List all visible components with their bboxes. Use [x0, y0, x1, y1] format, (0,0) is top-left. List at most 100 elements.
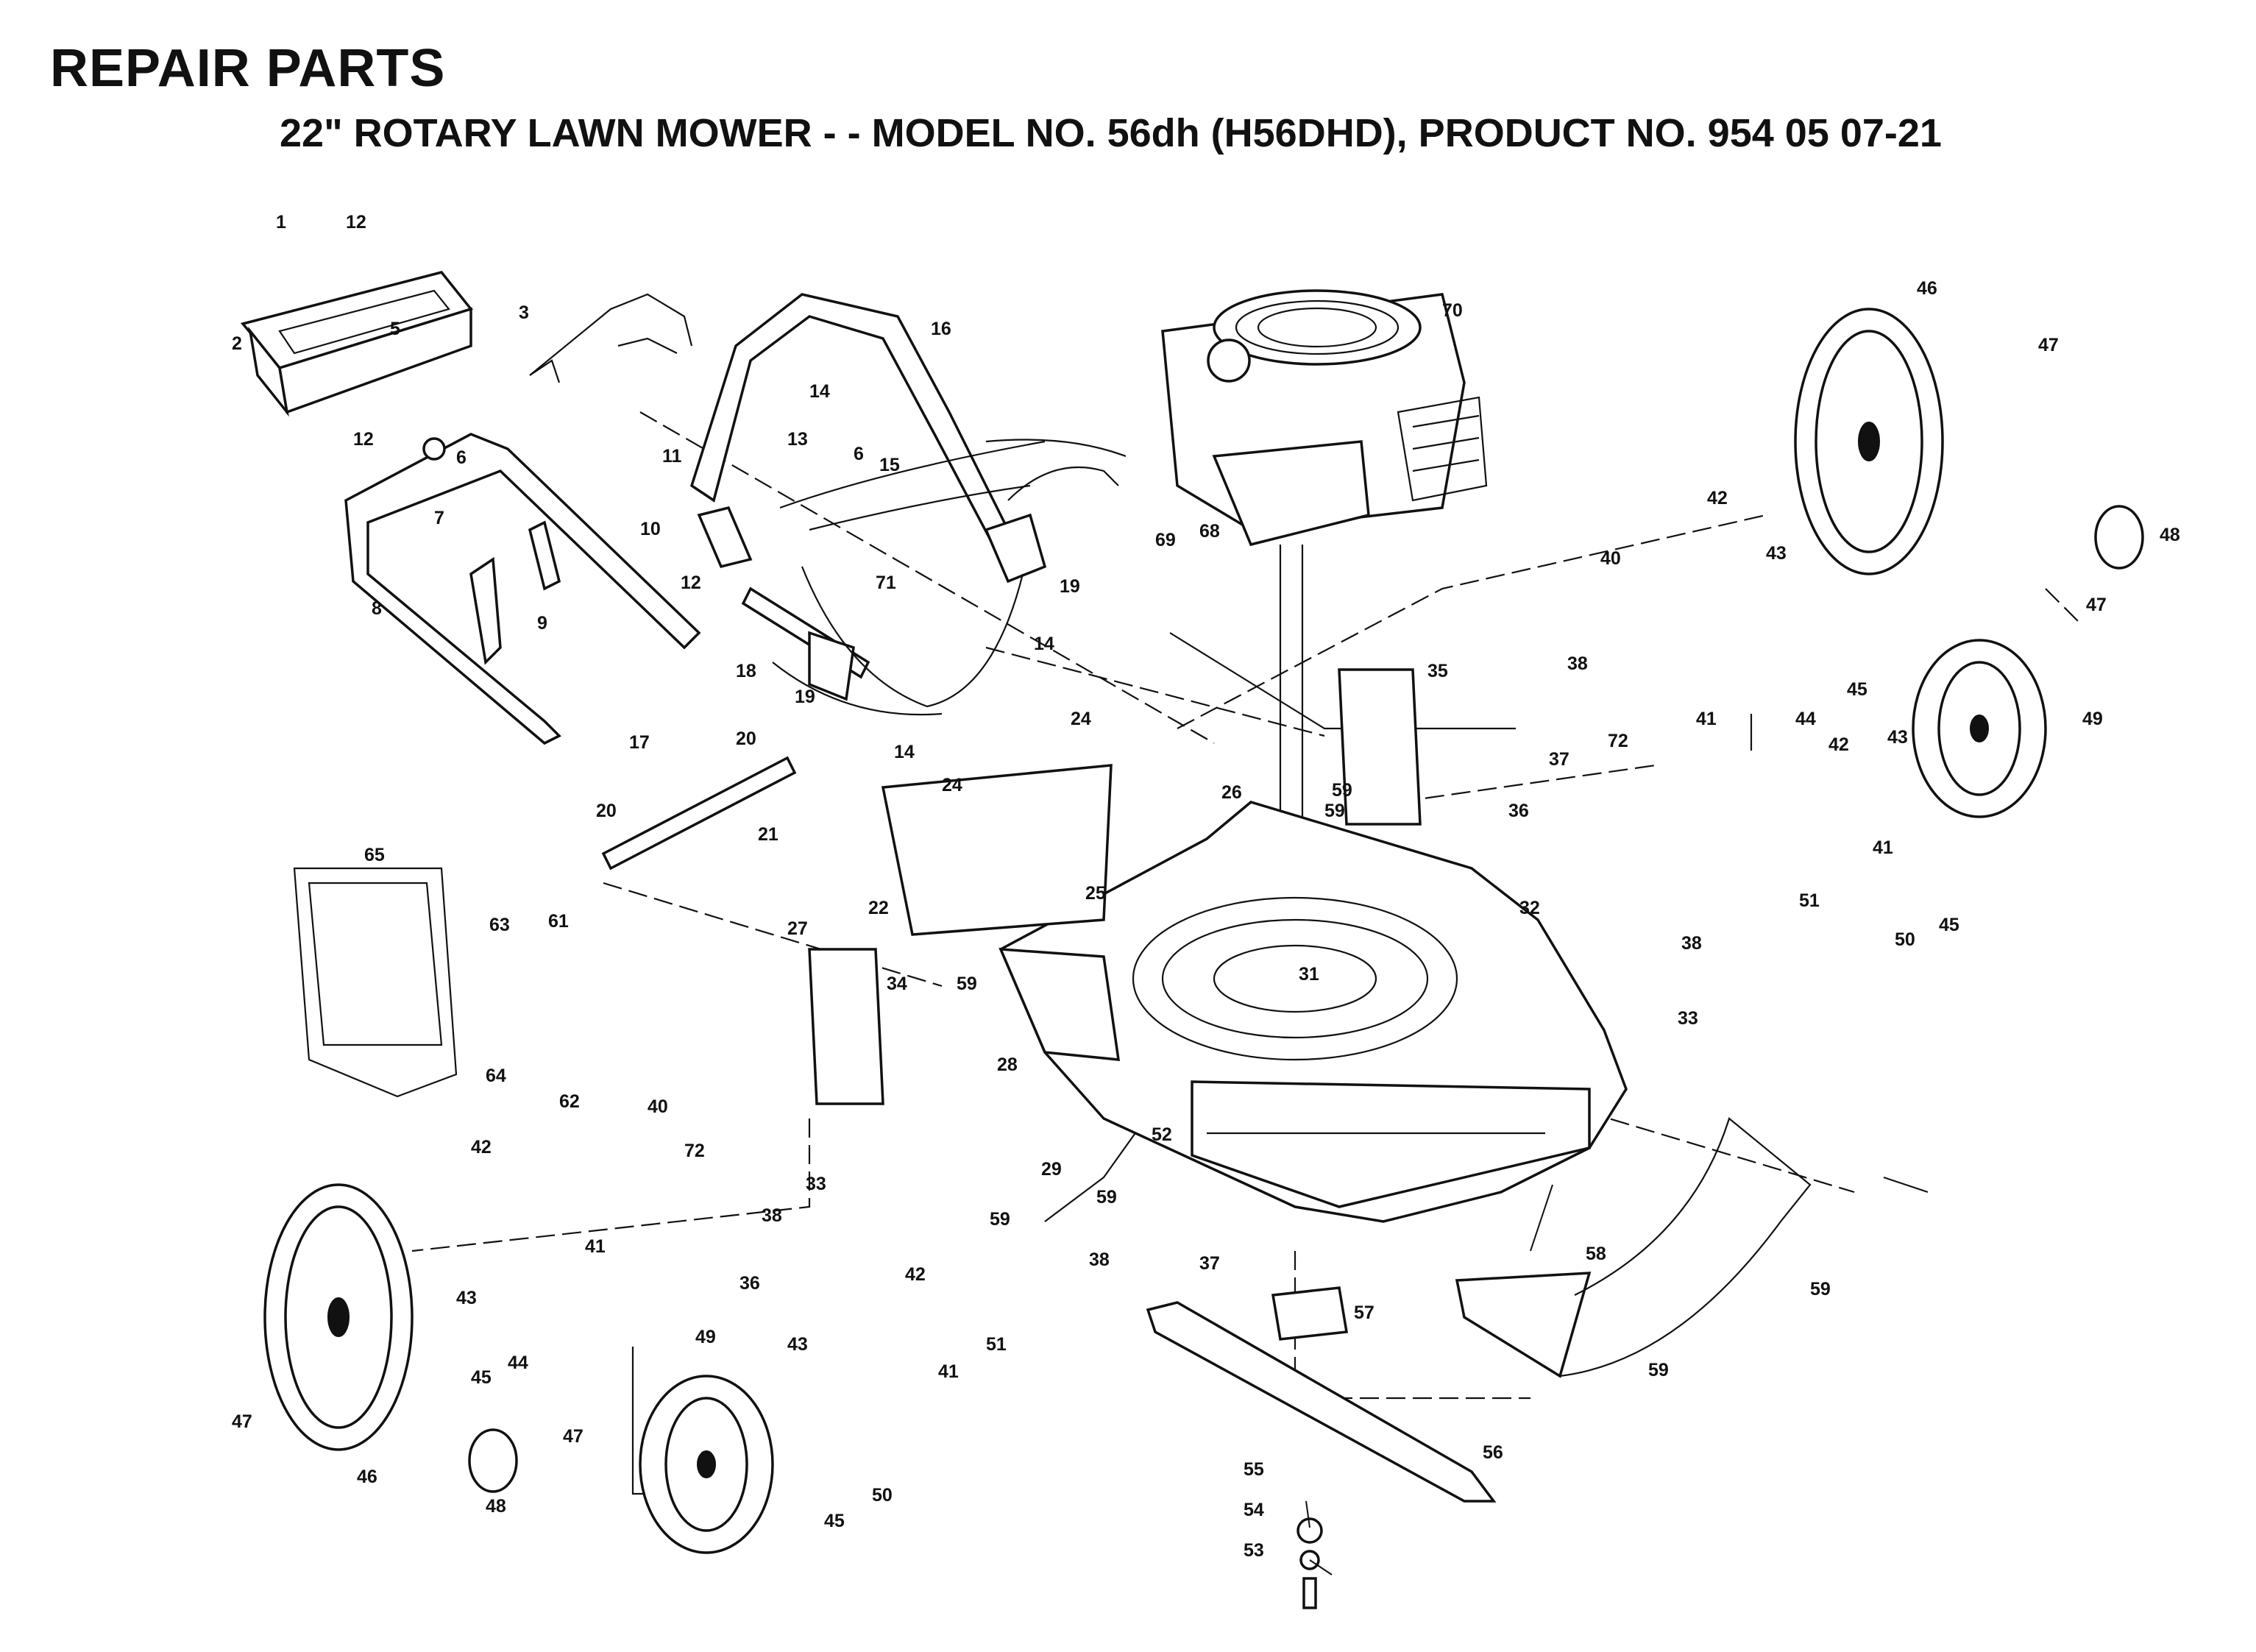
callout-48b: 48: [486, 1496, 506, 1517]
page-subtitle: 22" ROTARY LAWN MOWER - - MODEL NO. 56dh…: [280, 111, 1942, 155]
callout-72a: 72: [1608, 731, 1628, 751]
callout-59a: 59: [957, 974, 977, 994]
callout-33b: 33: [806, 1174, 826, 1194]
callout-26: 26: [1221, 782, 1242, 803]
callout-54: 54: [1244, 1500, 1264, 1520]
callout-24a: 24: [1071, 709, 1091, 729]
callout-59d: 59: [1096, 1187, 1117, 1208]
callout-33a: 33: [1678, 1008, 1698, 1029]
callout-43d: 43: [787, 1334, 808, 1355]
callout-53: 53: [1244, 1540, 1264, 1561]
callout-11: 11: [662, 446, 682, 467]
grass-bag-frame: [772, 440, 1046, 716]
callout-50b: 50: [872, 1485, 893, 1506]
callout-24b: 24: [942, 775, 962, 795]
callout-2: 2: [232, 333, 242, 354]
callout-32: 32: [1519, 898, 1540, 918]
callout-38d: 38: [1089, 1249, 1110, 1270]
callout-40a: 40: [1600, 548, 1621, 569]
callout-59b: 59: [1324, 801, 1345, 821]
callout-35: 35: [1427, 661, 1448, 681]
callout-1: 1: [276, 212, 286, 233]
callout-14b: 14: [1034, 634, 1054, 654]
callout-12a: 12: [346, 212, 366, 233]
callout-43c: 43: [456, 1288, 477, 1308]
callout-48a: 48: [2160, 525, 2180, 545]
callout-59e: 59: [1810, 1279, 1831, 1300]
baffle-58: [1455, 1117, 1812, 1378]
callout-34: 34: [887, 974, 907, 994]
callout-45d: 45: [824, 1511, 845, 1531]
callout-9: 9: [537, 613, 547, 634]
callout-45a: 45: [1847, 679, 1867, 700]
callout-68: 68: [1199, 521, 1220, 542]
throttle-cable: [985, 439, 1127, 501]
blade: [1146, 1286, 1497, 1609]
callout-27: 27: [787, 918, 808, 939]
callout-41a: 41: [1696, 709, 1717, 729]
callout-42d: 42: [905, 1264, 926, 1285]
callout-25: 25: [1085, 883, 1106, 904]
callout-47d: 47: [563, 1426, 583, 1447]
callout-42b: 42: [1828, 734, 1849, 755]
callout-13: 13: [787, 429, 808, 450]
callout-20b: 20: [596, 801, 617, 821]
callout-12c: 12: [681, 572, 701, 593]
callout-12b: 12: [353, 429, 374, 450]
callout-19a: 19: [1060, 576, 1080, 597]
callout-22: 22: [868, 898, 889, 918]
control-bail: [529, 293, 693, 383]
wheel-rear-right: [1794, 308, 1944, 575]
engine-assembly: [1161, 289, 1488, 957]
callout-43b: 43: [1887, 727, 1908, 748]
callout-43a: 43: [1766, 543, 1787, 564]
callout-69: 69: [1155, 530, 1176, 550]
callout-71: 71: [876, 572, 896, 593]
page-title: REPAIR PARTS: [50, 39, 446, 98]
callout-42a: 42: [1707, 488, 1728, 508]
callout-41d: 41: [938, 1361, 959, 1382]
callout-17: 17: [629, 732, 650, 753]
callout-47b: 47: [2086, 595, 2107, 615]
callout-6a: 6: [456, 447, 467, 468]
callout-38a: 38: [1567, 653, 1588, 674]
callout-7: 7: [434, 508, 444, 528]
rear-flap: [293, 867, 458, 1098]
callout-41c: 41: [585, 1236, 606, 1257]
callout-labels: 1 12 2 5 12 6 7 8 9 17 3 11 10 12 13 14 …: [232, 212, 2180, 1561]
callout-45b: 45: [1939, 915, 1959, 935]
callout-59f: 59: [1648, 1360, 1669, 1380]
callout-41b: 41: [1873, 837, 1893, 858]
callout-70: 70: [1442, 300, 1463, 321]
callout-15: 15: [879, 455, 900, 475]
callout-14a: 14: [809, 381, 830, 402]
wheel-rear-left: [263, 1183, 414, 1451]
callout-10: 10: [640, 519, 661, 539]
callout-16: 16: [931, 319, 951, 339]
mower-deck: [998, 801, 1628, 1223]
callout-46b: 46: [357, 1467, 377, 1487]
callout-29: 29: [1041, 1159, 1062, 1180]
lower-handle: [344, 433, 701, 745]
callout-56: 56: [1483, 1442, 1503, 1463]
callout-59g: 59: [1332, 780, 1352, 801]
callout-31: 31: [1299, 964, 1319, 985]
hubcaps: [468, 505, 2144, 1493]
callout-57: 57: [1354, 1302, 1374, 1323]
callout-5: 5: [390, 319, 400, 339]
callout-61: 61: [548, 911, 569, 932]
callout-37b: 37: [1199, 1253, 1220, 1274]
callout-3: 3: [519, 302, 529, 323]
callout-44a: 44: [1795, 709, 1816, 729]
callout-63: 63: [489, 915, 510, 935]
callout-72b: 72: [684, 1141, 705, 1161]
callout-46a: 46: [1917, 278, 1937, 299]
callout-51b: 51: [986, 1334, 1007, 1355]
callout-20a: 20: [736, 728, 756, 749]
callout-64: 64: [486, 1066, 506, 1086]
callout-36a: 36: [1508, 801, 1529, 821]
upper-handle: [689, 293, 1047, 701]
callout-58: 58: [1586, 1244, 1606, 1264]
callout-51a: 51: [1799, 890, 1820, 911]
callout-38c: 38: [762, 1205, 782, 1226]
